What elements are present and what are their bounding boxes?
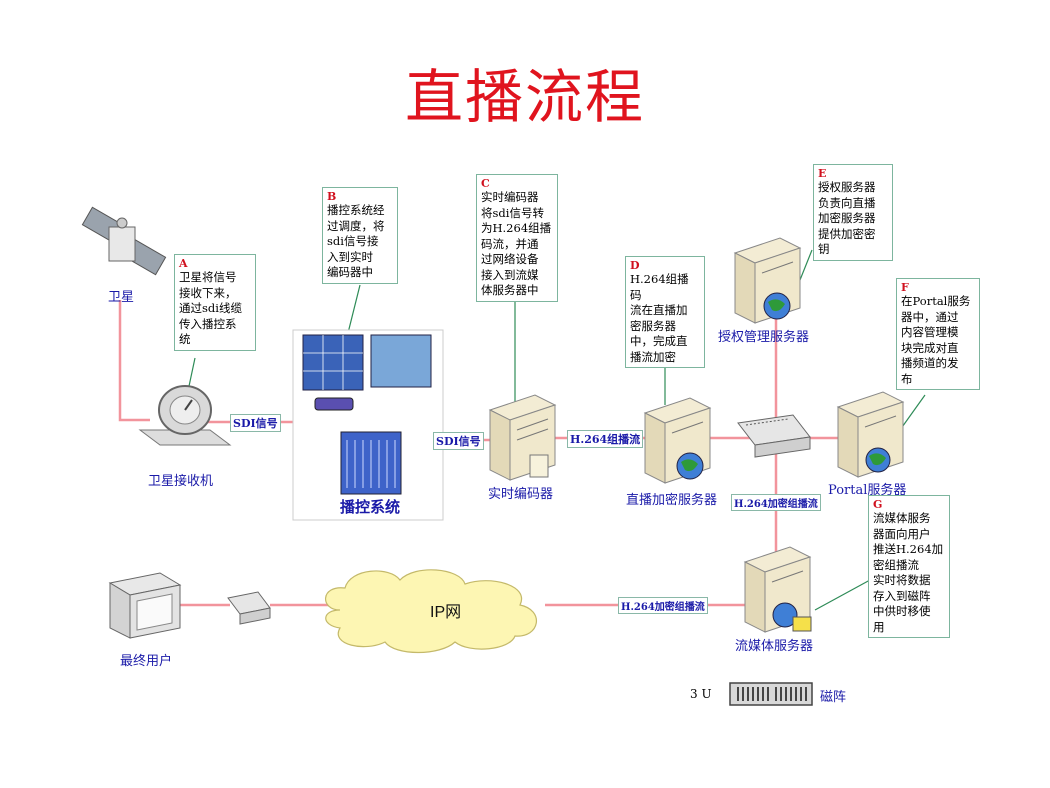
note-c: C 实时编码器 将sdi信号转 为H.264组播 码流，并通 过网络设备 接入到… bbox=[476, 174, 558, 302]
leader-e bbox=[799, 249, 813, 281]
encoder-label: 实时编码器 bbox=[488, 487, 554, 502]
sdi-signal-tag-1: SDI信号 bbox=[230, 414, 281, 432]
portal-server-icon bbox=[836, 391, 905, 478]
satellite-label: 卫星 bbox=[108, 290, 135, 305]
sdi-signal-tag-2: SDI信号 bbox=[433, 432, 484, 450]
streaming-server-icon bbox=[743, 546, 812, 633]
encoder-server-icon bbox=[488, 394, 557, 481]
satellite-receiver-icon bbox=[138, 385, 232, 446]
note-d-key: D bbox=[630, 259, 640, 272]
ip-network-label: IP网 bbox=[430, 604, 462, 621]
ip-network-cloud bbox=[325, 569, 538, 654]
user-switch-icon bbox=[227, 591, 271, 625]
note-b: B 播控系统经 过调度，将 sdi信号接 入到实时 编码器中 bbox=[322, 187, 398, 284]
note-f: F 在Portal服务 器中，通过 内容管理模 块完成对直 播频道的发 布 bbox=[896, 278, 980, 390]
portal-server-label: Portal服务器 bbox=[828, 483, 907, 498]
network-switch-icon bbox=[737, 414, 811, 458]
auth-server-label: 授权管理服务器 bbox=[718, 330, 810, 345]
control-system-panel bbox=[292, 329, 444, 521]
note-g-key: G bbox=[873, 498, 883, 511]
encrypt-server-icon bbox=[643, 397, 712, 484]
note-e-key: E bbox=[818, 167, 827, 180]
note-a-text: 卫星将信号 接收下来， 通过sdi线缆 传入播控系 统 bbox=[179, 270, 242, 346]
streaming-server-label: 流媒体服务器 bbox=[735, 639, 814, 654]
note-d: D H.264组播码 流在直播加 密服务器 中，完成直 播流加密 bbox=[625, 256, 705, 368]
note-c-key: C bbox=[481, 177, 490, 190]
end-user-computer-icon bbox=[108, 572, 182, 639]
h264-multicast-tag: H.264组播流 bbox=[567, 430, 644, 448]
note-a-key: A bbox=[179, 257, 188, 270]
disk-array-icon bbox=[729, 682, 813, 706]
receiver-label: 卫星接收机 bbox=[148, 474, 214, 489]
h264-encrypted-tag-1: H.264加密组播流 bbox=[731, 494, 821, 511]
end-user-label: 最终用户 bbox=[120, 654, 173, 669]
note-b-text: 播控系统经 过调度，将 sdi信号接 入到实时 编码器中 bbox=[327, 203, 385, 279]
note-g-text: 流媒体服务 器面向用户 推送H.264加 密组播流 实时将数据 存入到磁阵 中供… bbox=[873, 511, 944, 634]
encrypt-server-label: 直播加密服务器 bbox=[626, 493, 718, 508]
note-b-key: B bbox=[327, 190, 337, 203]
note-c-text: 实时编码器 将sdi信号转 为H.264组播 码流，并通 过网络设备 接入到流媒… bbox=[481, 190, 552, 297]
control-system-label: 播控系统 bbox=[340, 498, 401, 516]
leader-g bbox=[814, 579, 871, 611]
leader-f bbox=[899, 394, 926, 431]
auth-server-icon bbox=[733, 237, 802, 324]
note-f-key: F bbox=[901, 281, 909, 294]
note-e: E 授权服务器 负责向直播 加密服务器 提供加密密 钥 bbox=[813, 164, 893, 261]
note-d-text: H.264组播码 流在直播加 密服务器 中，完成直 播流加密 bbox=[630, 272, 689, 364]
note-e-text: 授权服务器 负责向直播 加密服务器 提供加密密 钥 bbox=[818, 180, 876, 256]
note-g: G 流媒体服务 器面向用户 推送H.264加 密组播流 实时将数据 存入到磁阵 … bbox=[868, 495, 950, 638]
note-f-text: 在Portal服务 器中，通过 内容管理模 块完成对直 播频道的发 布 bbox=[901, 294, 971, 386]
disk-units-label: 3 U bbox=[690, 687, 712, 701]
disk-array-label: 磁阵 bbox=[820, 690, 847, 705]
satellite-link bbox=[118, 300, 150, 422]
note-a: A 卫星将信号 接收下来， 通过sdi线缆 传入播控系 统 bbox=[174, 254, 256, 351]
page-title: 直播流程 bbox=[404, 63, 645, 131]
satellite-icon bbox=[81, 206, 167, 276]
h264-encrypted-tag-2: H.264加密组播流 bbox=[618, 597, 708, 614]
